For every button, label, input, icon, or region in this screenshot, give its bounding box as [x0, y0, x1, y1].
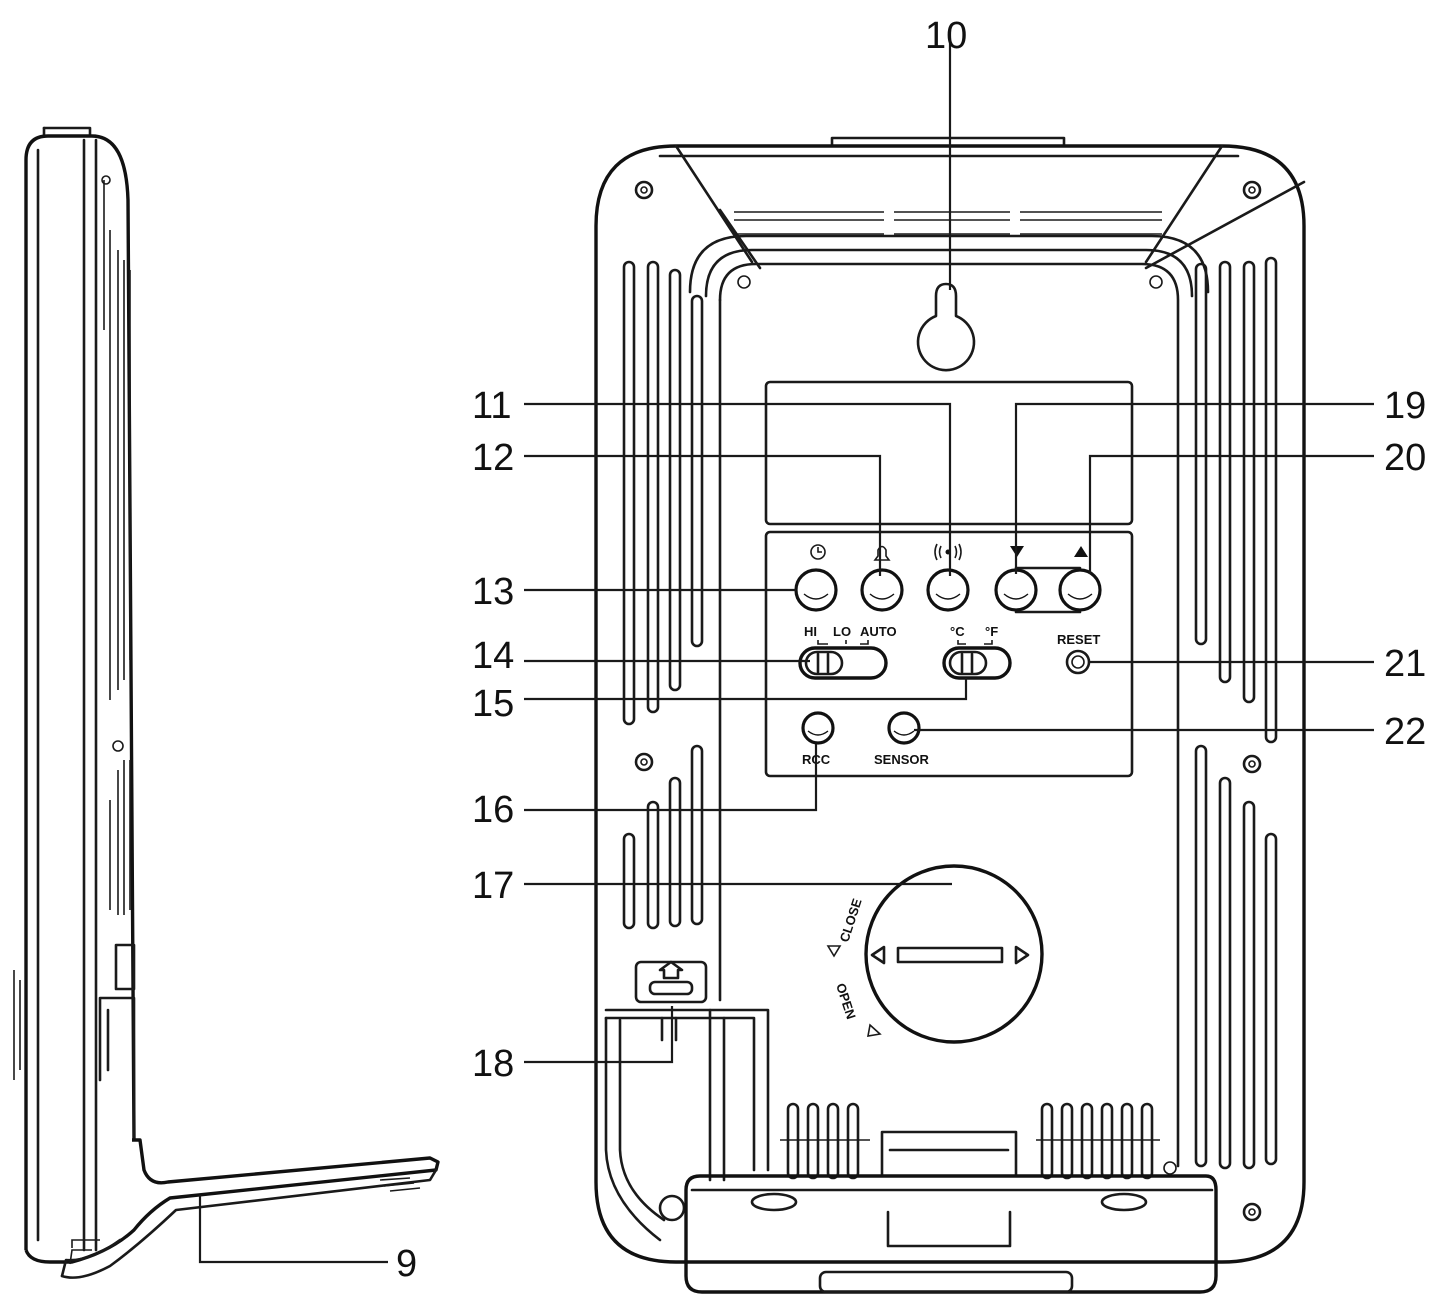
- label-22: 22: [1384, 711, 1426, 753]
- label-reset: RESET: [1057, 632, 1100, 647]
- label-21: 21: [1384, 643, 1426, 685]
- button-clock[interactable]: [794, 568, 838, 612]
- label-18: 18: [472, 1043, 514, 1085]
- power-jack: [634, 960, 708, 1004]
- bell-icon: [873, 545, 891, 561]
- side-view: [13, 126, 440, 1279]
- label-auto: AUTO: [860, 624, 897, 639]
- right-vent-slots: [1194, 256, 1278, 1170]
- button-up[interactable]: [1058, 568, 1102, 612]
- left-vent-slots: [622, 260, 704, 930]
- label-17: 17: [472, 865, 514, 907]
- battery-cover[interactable]: [864, 864, 1044, 1044]
- bottom-vent-slots: [786, 1102, 1154, 1180]
- label-fahrenheit: °F: [985, 624, 998, 639]
- label-14: 14: [472, 635, 514, 677]
- stand-foot: [684, 1174, 1218, 1294]
- label-sensor: SENSOR: [874, 752, 930, 767]
- label-open: OPEN: [833, 981, 859, 1021]
- up-arrow-icon: [1074, 546, 1088, 557]
- label-9: 9: [396, 1243, 417, 1285]
- button-alarm[interactable]: [860, 568, 904, 612]
- snooze-light-icon: [934, 543, 962, 561]
- rcc-button[interactable]: [801, 711, 835, 745]
- callout-leaders: [524, 30, 1374, 1064]
- label-19: 19: [1384, 385, 1426, 427]
- label-15: 15: [472, 683, 514, 725]
- label-hi: HI: [804, 624, 817, 639]
- label-11: 11: [472, 385, 511, 427]
- label-13: 13: [472, 571, 514, 613]
- back-view: HI LO AUTO °C °F RESET RCC SENSOR: [594, 136, 1306, 1294]
- label-lo: LO: [833, 624, 851, 639]
- brightness-slide-switch[interactable]: [798, 646, 888, 680]
- label-20: 20: [1384, 437, 1426, 479]
- keyhole-hanger: [916, 282, 976, 372]
- reset-button[interactable]: [1065, 649, 1091, 675]
- screw-holes: [634, 180, 1262, 1222]
- callout-9: 9: [198, 1195, 417, 1285]
- label-10: 10: [925, 15, 967, 57]
- label-celsius: °C: [950, 624, 965, 639]
- label-16: 16: [472, 789, 514, 831]
- button-snooze-light[interactable]: [926, 568, 970, 612]
- label-close: CLOSE: [837, 896, 865, 944]
- temp-unit-slide-switch[interactable]: [942, 646, 1012, 680]
- label-12: 12: [472, 437, 514, 479]
- sensor-button[interactable]: [887, 711, 921, 745]
- button-down[interactable]: [994, 568, 1038, 612]
- clock-icon: [810, 544, 826, 560]
